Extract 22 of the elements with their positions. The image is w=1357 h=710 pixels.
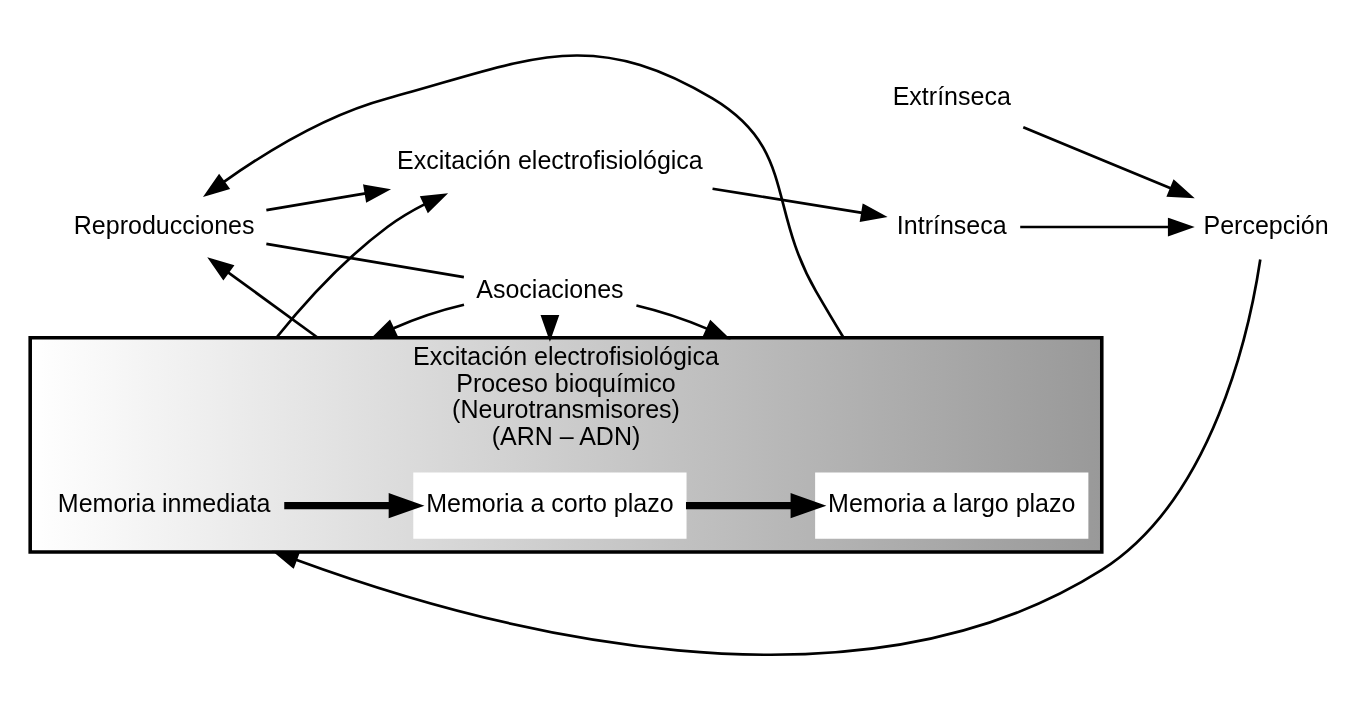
node-box: Memoria a corto plazo: [413, 472, 687, 539]
node-box: Memoria a largo plazo: [815, 472, 1089, 539]
connector: [266, 242, 465, 279]
node-text: Excitación electrofisiológica: [397, 146, 703, 175]
arrow: [1020, 217, 1195, 237]
node-text: Reproducciones: [73, 210, 255, 239]
arrow: [202, 54, 845, 339]
arrow: [275, 193, 449, 339]
arrow: [207, 257, 319, 339]
arrow: [636, 304, 731, 340]
node-text: Intrínseca: [896, 210, 1007, 239]
node-text: Percepción: [1203, 210, 1329, 239]
arrow: [712, 187, 888, 222]
node-text: Extrínseca: [892, 82, 1011, 111]
node-text: Asociaciones: [476, 274, 624, 303]
arrow: [369, 303, 465, 340]
node-text: Memoria inmediata: [57, 489, 271, 518]
arrow: [271, 259, 1262, 656]
arrow: [540, 315, 560, 342]
arrow: [266, 184, 392, 212]
arrow: [686, 493, 827, 519]
arrow: [1022, 126, 1195, 199]
